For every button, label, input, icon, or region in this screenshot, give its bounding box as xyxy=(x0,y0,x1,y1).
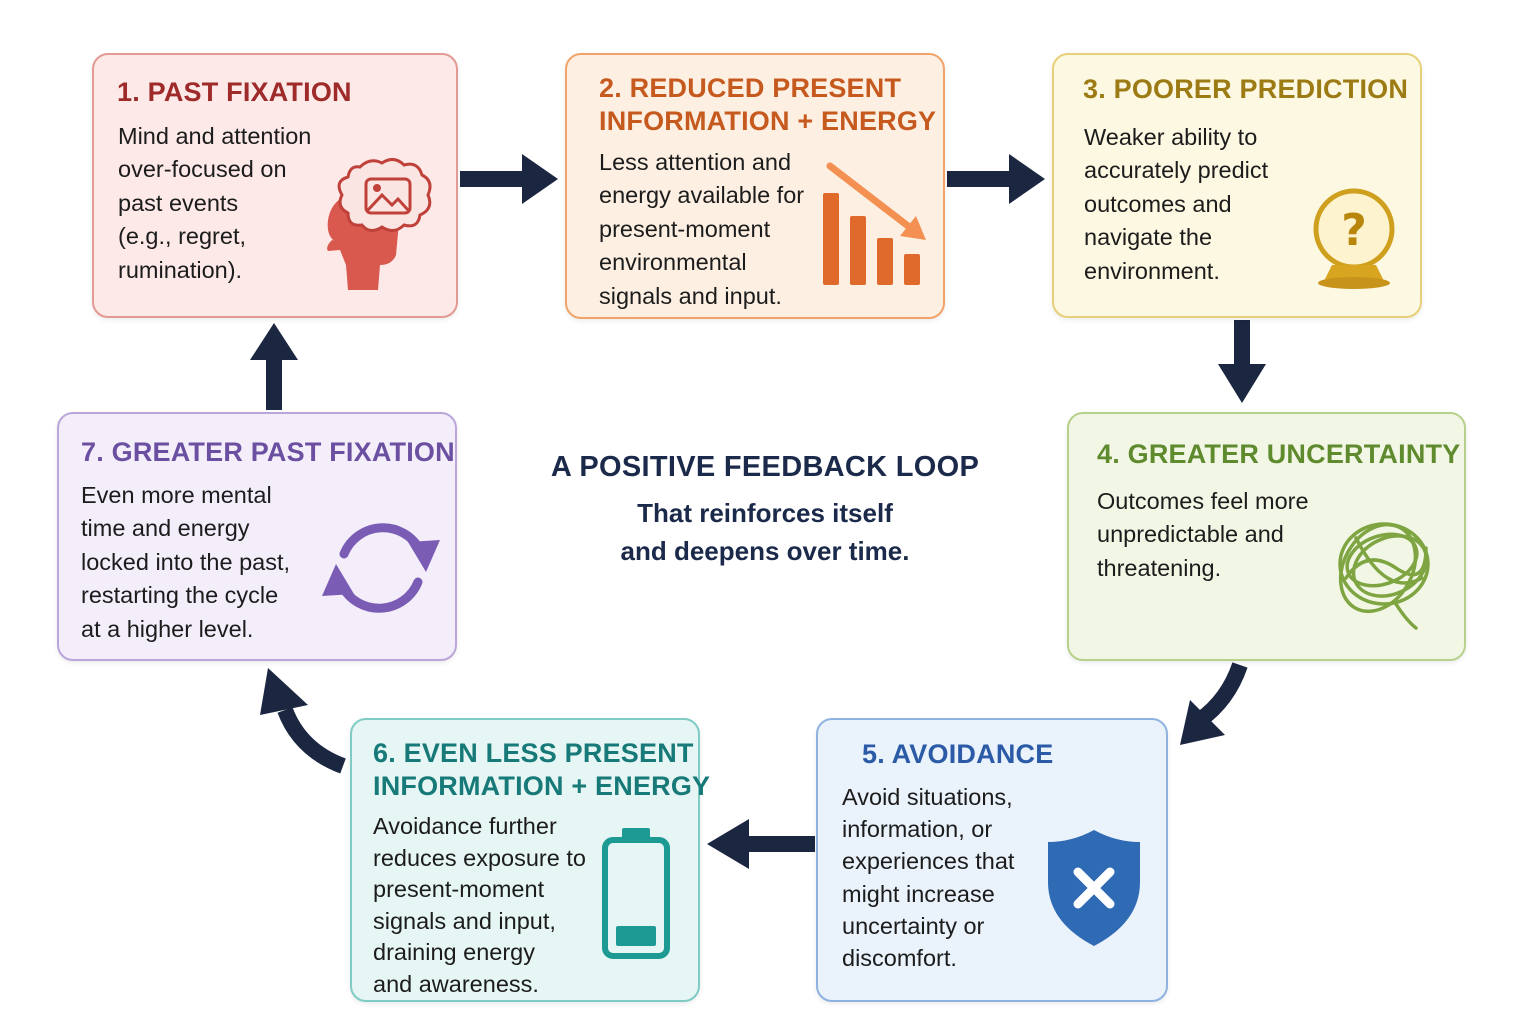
step-7-title: 7. GREATER PAST FIXATION xyxy=(81,437,455,467)
step-3-description: Weaker ability to accurately predict out… xyxy=(1084,124,1269,284)
step-5-title: 5. AVOIDANCE xyxy=(862,739,1054,769)
step-4-description: Outcomes feel more unpredictable and thr… xyxy=(1097,488,1309,581)
center-subtitle: That reinforces itself and deepens over … xyxy=(620,498,910,566)
step-1-title: 1. PAST FIXATION xyxy=(117,77,352,107)
cycle-arrows-icon xyxy=(322,523,440,613)
tangled-scribble-icon xyxy=(1338,522,1430,630)
step-6-description: Avoidance further reduces exposure to pr… xyxy=(373,813,586,997)
declining-bar-chart-icon xyxy=(823,162,926,285)
step-7-box xyxy=(57,412,457,661)
low-battery-icon xyxy=(602,828,670,959)
step-6-title: 6. EVEN LESS PRESENT INFORMATION + ENERG… xyxy=(373,738,711,801)
svg-text:?: ? xyxy=(1341,205,1367,256)
head-with-memory-icon xyxy=(327,158,432,290)
step-2-description: Less attention and energy available for … xyxy=(599,149,805,309)
step-7-description: Even more mental time and energy locked … xyxy=(81,482,291,642)
center-title: A POSITIVE FEEDBACK LOOP xyxy=(550,451,980,483)
step-4-title: 4. GREATER UNCERTAINTY xyxy=(1097,439,1461,469)
shield-x-icon xyxy=(1048,830,1140,946)
step-5-description: Avoid situations, information, or experi… xyxy=(842,784,1015,972)
step-3-title: 3. POORER PREDICTION xyxy=(1083,74,1409,104)
step-1-description: Mind and attention over-focused on past … xyxy=(118,123,312,283)
crystal-ball-question-icon: ? xyxy=(1313,188,1395,289)
step-2-title: 2. REDUCED PRESENT INFORMATION + ENERGY xyxy=(599,73,937,136)
